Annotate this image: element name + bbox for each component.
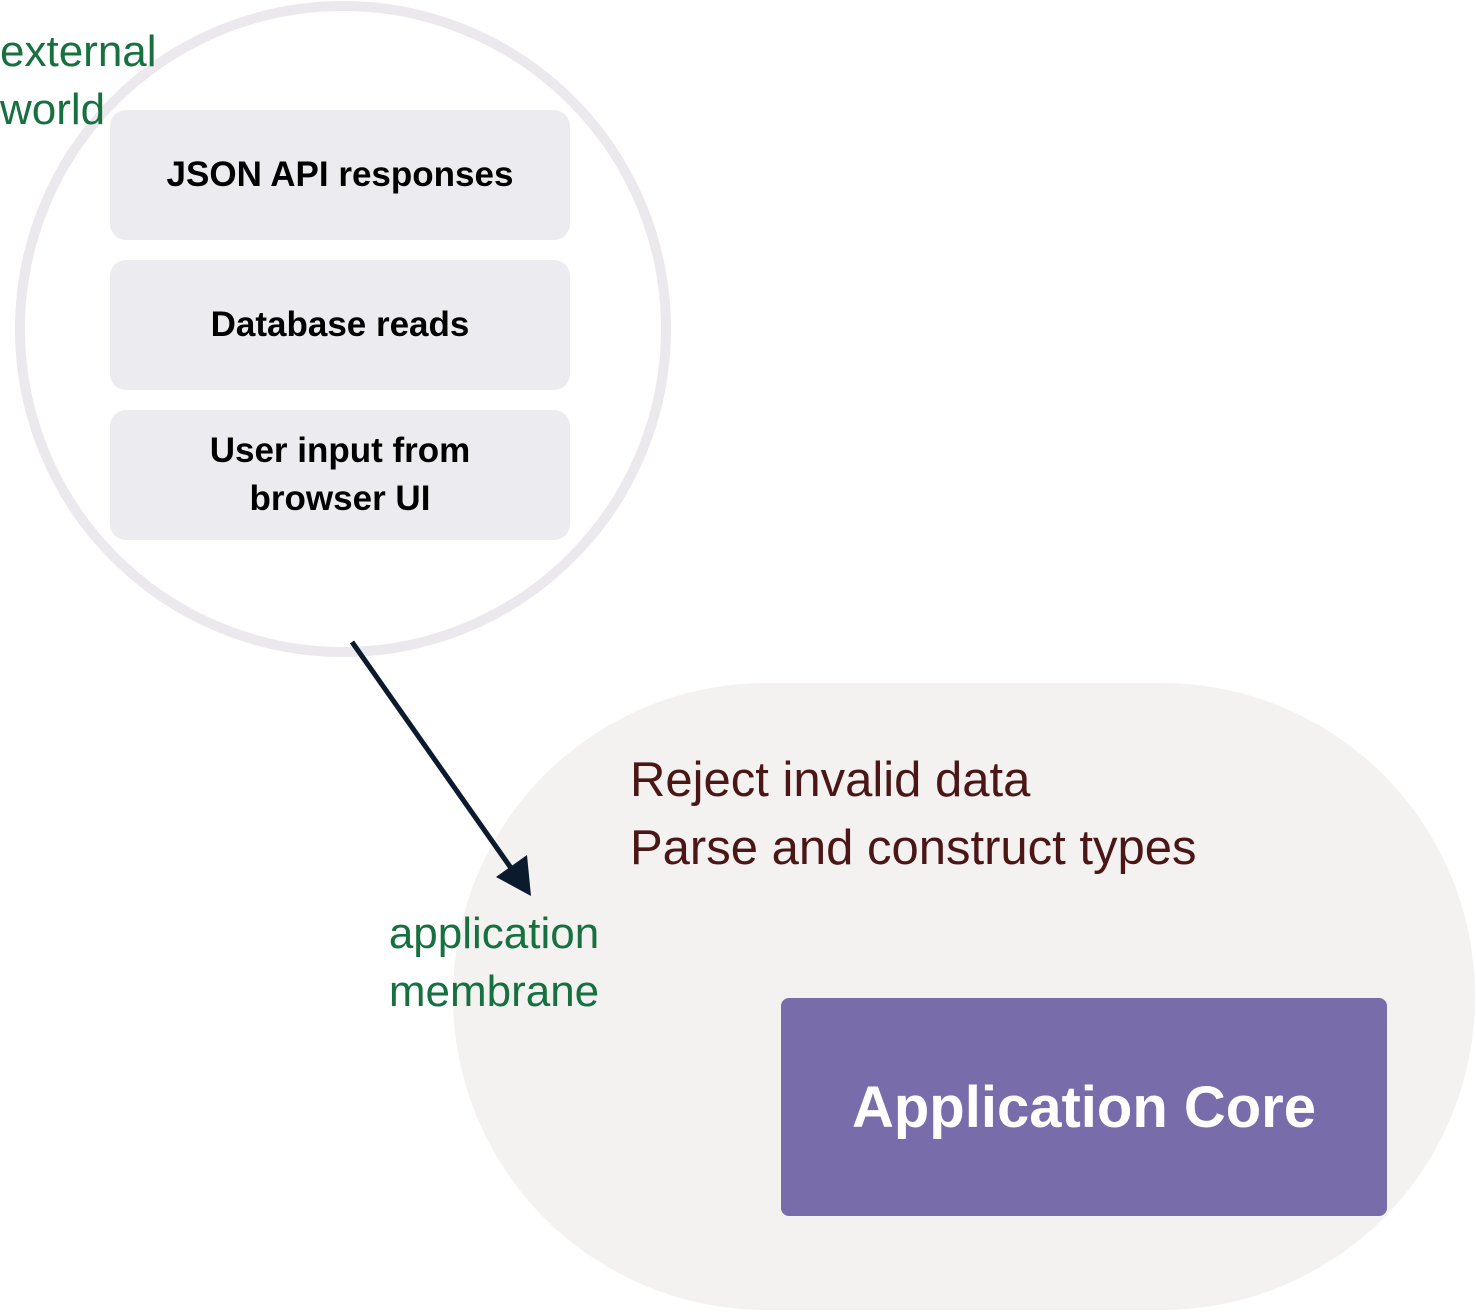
arrow-head	[496, 855, 531, 896]
step-reject-invalid-data: Reject invalid data	[630, 753, 1031, 807]
external-world-label: external world	[0, 27, 157, 134]
application-core-box: Application Core	[781, 998, 1387, 1216]
application-membrane-label: application membrane	[388, 909, 600, 1016]
application-core-label: Application Core	[851, 1074, 1317, 1140]
source-database-reads: Database reads	[110, 260, 570, 390]
step-parse-and-construct-types: Parse and construct types	[630, 821, 1197, 875]
arrow-shaft	[349, 640, 514, 870]
membrane-steps: Reject invalid data Parse and construct …	[630, 746, 1197, 882]
source-json-api-responses: JSON API responses	[110, 110, 570, 240]
source-user-input: User input from browser UI	[110, 410, 570, 540]
